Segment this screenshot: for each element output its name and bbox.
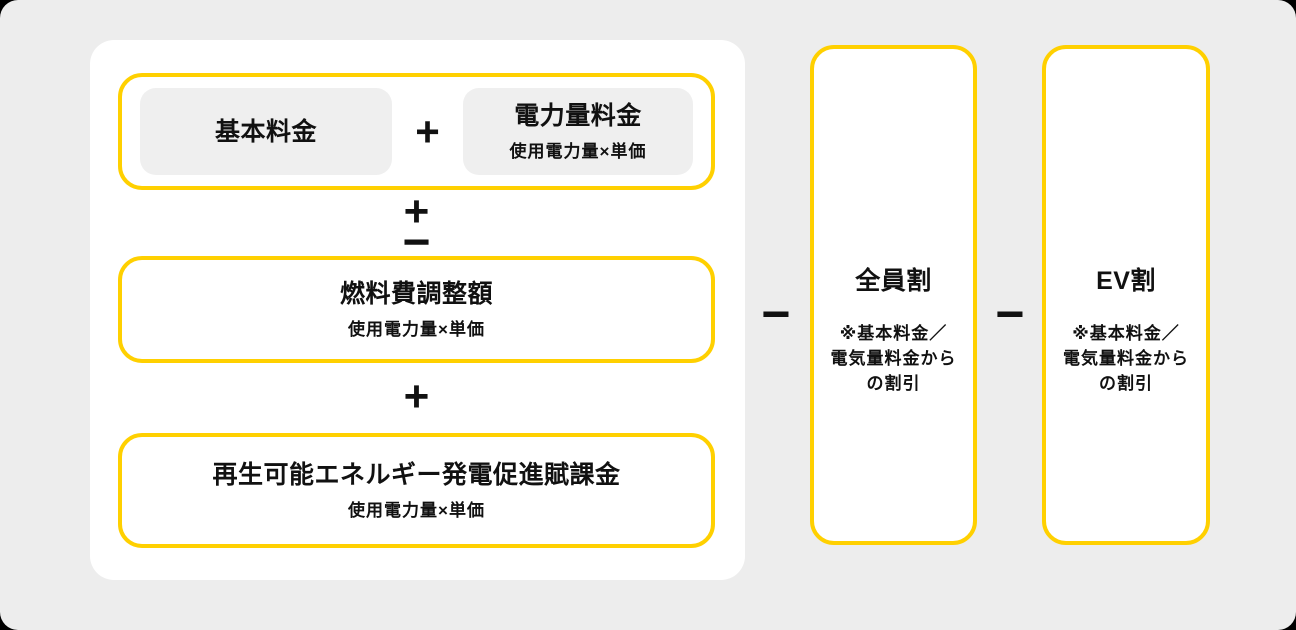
plus-operator: + (415, 107, 440, 155)
ev-discount-title: EV割 (1096, 266, 1156, 295)
minus-operator: − (995, 286, 1025, 342)
minus-operator: − (761, 286, 791, 342)
renewable-levy-box: 再生可能エネルギー発電促進賦課金 使用電力量×単価 (118, 433, 715, 548)
base-charges-group: 基本料金 + 電力量料金 使用電力量×単価 (118, 73, 715, 190)
basic-fee-label: 基本料金 (214, 117, 317, 146)
zenin-discount-note: ※基本料金／ 電気量料金から の割引 (830, 323, 957, 393)
renewable-levy-subtitle: 使用電力量×単価 (348, 501, 485, 520)
energy-fee-title: 電力量料金 (514, 102, 642, 130)
energy-fee-subtitle: 使用電力量×単価 (509, 142, 647, 161)
plus-operator: + (403, 372, 430, 421)
fuel-adjustment-subtitle: 使用電力量×単価 (348, 320, 485, 339)
ev-discount-box: EV割 ※基本料金／ 電気量料金から の割引 (1042, 45, 1210, 545)
charges-panel: 基本料金 + 電力量料金 使用電力量×単価 + − 燃料費調整額 使用電力量×単… (90, 40, 745, 580)
renewable-levy-title: 再生可能エネルギー発電促進賦課金 (212, 461, 621, 489)
plus-operator: + (403, 187, 430, 236)
fuel-adjustment-box: 燃料費調整額 使用電力量×単価 (118, 256, 715, 363)
basic-fee-box: 基本料金 (140, 88, 392, 175)
fuel-adjustment-title: 燃料費調整額 (339, 280, 493, 308)
ev-discount-note: ※基本料金／ 電気量料金から の割引 (1063, 323, 1189, 393)
zenin-discount-box: 全員割 ※基本料金／ 電気量料金から の割引 (810, 45, 977, 545)
minus-operator: − (402, 216, 431, 269)
energy-fee-box: 電力量料金 使用電力量×単価 (463, 88, 693, 175)
zenin-discount-title: 全員割 (855, 266, 932, 295)
